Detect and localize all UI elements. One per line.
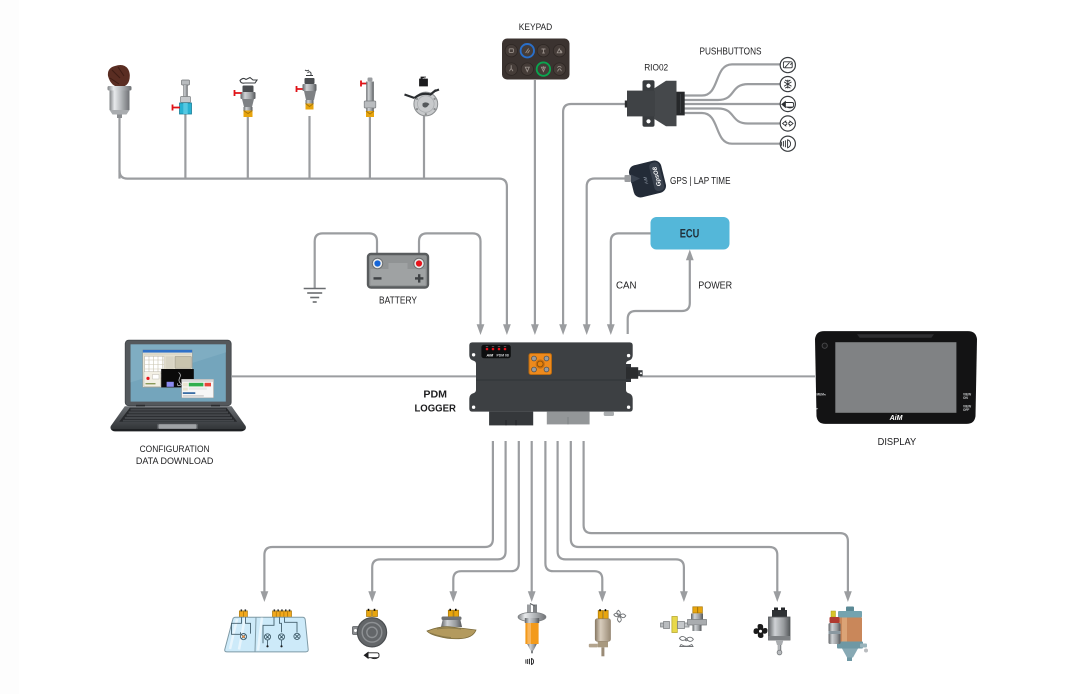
- svg-text:LOGGER: LOGGER: [414, 404, 456, 415]
- svg-text:PDM: PDM: [423, 390, 447, 401]
- svg-text:GPS | LAP TIME: GPS | LAP TIME: [670, 176, 731, 187]
- svg-text:VIEW: VIEW: [963, 405, 971, 409]
- svg-text:AiM: AiM: [642, 176, 649, 186]
- svg-text:BATTERY: BATTERY: [379, 296, 417, 307]
- svg-text:ECU: ECU: [680, 229, 700, 241]
- svg-text:CONFIGURATION: CONFIGURATION: [140, 444, 210, 454]
- svg-text:CAN: CAN: [616, 281, 637, 292]
- svg-text:▸: ▸: [816, 407, 819, 411]
- svg-text:MEM◂: MEM◂: [817, 393, 826, 397]
- svg-text:VIEW: VIEW: [963, 393, 971, 397]
- svg-text:GpsO8: GpsO8: [652, 166, 663, 187]
- svg-text:KEYPAD: KEYPAD: [519, 22, 553, 33]
- svg-text:DISPLAY: DISPLAY: [878, 437, 917, 448]
- svg-text:DATA DOWNLOAD: DATA DOWNLOAD: [136, 456, 214, 466]
- svg-text:AiM: AiM: [889, 415, 903, 422]
- svg-text:PUSHBUTTONS: PUSHBUTTONS: [700, 47, 762, 58]
- svg-text:ON: ON: [963, 396, 968, 400]
- svg-text:POWER: POWER: [698, 281, 732, 292]
- svg-text:RIO02: RIO02: [644, 62, 668, 73]
- svg-text:OFF: OFF: [963, 408, 969, 412]
- svg-text:PDM 08: PDM 08: [497, 353, 509, 357]
- svg-text:AiM: AiM: [486, 353, 495, 357]
